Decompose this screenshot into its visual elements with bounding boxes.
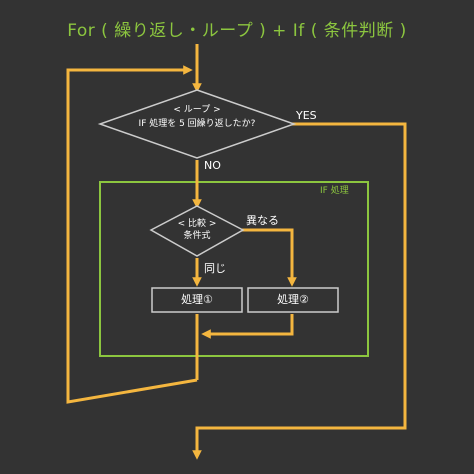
flow-different — [242, 228, 297, 287]
if-group-label: IF 処理 — [320, 186, 349, 196]
process2-box — [247, 287, 339, 313]
loop-decision-line2: IF 処理を 5 回繰り返したか? — [138, 119, 256, 129]
yes-label: YES — [296, 109, 317, 122]
process1-box — [151, 287, 243, 313]
same-label: 同じ — [204, 262, 226, 275]
if-decision-diamond — [149, 205, 245, 257]
different-label: 異なる — [246, 214, 279, 227]
if-decision-line1: < 比較 > — [177, 219, 217, 229]
flow-yes-exit — [192, 122, 407, 460]
loop-decision-diamond — [97, 89, 297, 159]
no-label: NO — [204, 159, 221, 172]
process2-label: 処理② — [277, 293, 309, 306]
loop-decision-line1: < ループ > — [173, 105, 221, 115]
process1-label: 処理① — [181, 293, 213, 306]
flow-loop-back — [66, 65, 198, 404]
page-title: For ( 繰り返し・ループ ) + If ( 条件判断 ) — [67, 21, 407, 41]
if-group-frame — [99, 181, 369, 357]
flow-process2-merge — [201, 314, 294, 339]
if-decision-line2: 条件式 — [183, 231, 211, 241]
